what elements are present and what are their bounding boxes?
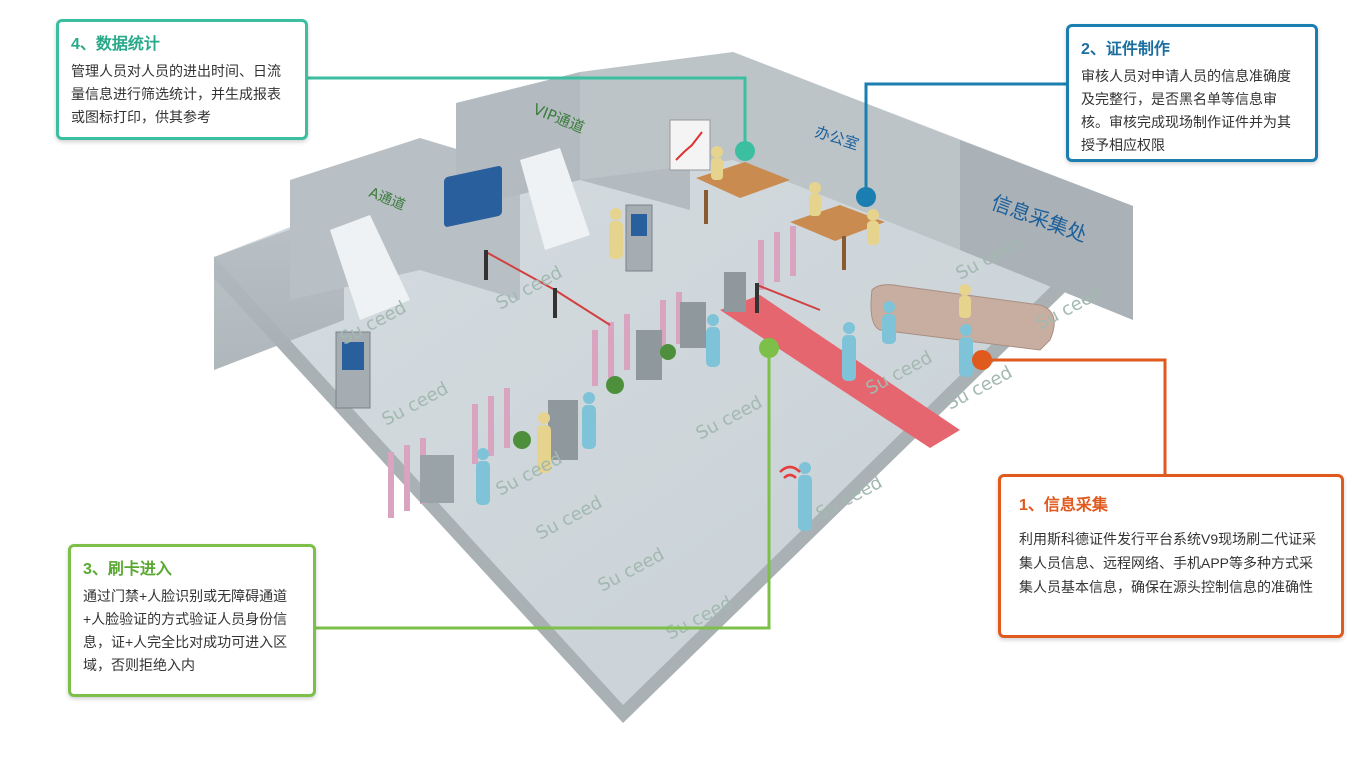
wifi-signal-icon <box>779 465 801 479</box>
visitors <box>476 301 973 531</box>
vip-channel-opening <box>520 148 590 250</box>
plant-2 <box>606 376 624 394</box>
stanchion-3 <box>755 283 759 313</box>
info-connector <box>983 358 1167 474</box>
guard-2-head <box>610 208 622 220</box>
desk-2-leg <box>842 236 846 270</box>
stats-callout-body: 管理人员对人员的进出时间、日流量信息进行筛选统计，并生成报表或图标打印，供其参考 <box>71 63 281 125</box>
stats-marker-dot <box>735 141 755 161</box>
card-marker-dot <box>759 338 779 358</box>
card-callout-title: 3、刷卡进入 <box>83 561 172 578</box>
card-callout: 3、刷卡进入 通过门禁+人脸识别或无障碍通道+人脸验证的方式验证人员身份信息，证… <box>68 544 316 697</box>
info-marker-dot <box>972 350 992 370</box>
info-callout-title: 1、信息采集 <box>1019 497 1108 514</box>
gate-5 <box>724 272 746 312</box>
desk-clerk-head <box>959 284 971 296</box>
desk-clerk-body <box>959 296 971 318</box>
gate-3 <box>636 330 662 380</box>
face-scan-screen <box>444 166 502 227</box>
poster-chart-line <box>675 131 703 161</box>
gate-2 <box>548 400 578 460</box>
cert-connector <box>864 82 1066 196</box>
office-staff-1-body <box>711 158 723 180</box>
card-callout-body: 通过门禁+人脸识别或无障碍通道+人脸验证的方式验证人员身份信息，证+人完全比对成… <box>83 588 288 673</box>
stats-connector <box>308 76 747 150</box>
face-kiosk-left-screen <box>342 342 364 370</box>
queue-rope-3 <box>756 284 821 311</box>
face-kiosk-top-screen <box>631 214 647 236</box>
wall-chart-poster <box>669 119 711 171</box>
gate-4 <box>680 302 706 348</box>
cert-callout: 2、证件制作 审核人员对申请人员的信息准确度及完整行，是否黑名单等信息审核。审核… <box>1066 24 1318 162</box>
plant-3 <box>660 344 676 360</box>
stanchion-1 <box>484 250 488 280</box>
stats-callout: 4、数据统计 管理人员对人员的进出时间、日流量信息进行筛选统计，并生成报表或图标… <box>56 19 308 140</box>
info-callout: 1、信息采集 利用斯科德证件发行平台系统V9现场刷二代证采集人员信息、远程网络、… <box>998 474 1344 638</box>
office-staff-3-head <box>867 209 879 221</box>
a-channel-opening <box>330 215 410 320</box>
office-staff-3-body <box>867 221 879 245</box>
stanchion-2 <box>553 288 557 318</box>
plant-1 <box>513 431 531 449</box>
queue-rope-1 <box>485 251 556 291</box>
cert-callout-body: 审核人员对申请人员的信息准确度及完整行，是否黑名单等信息审核。审核完成现场制作证… <box>1081 68 1291 153</box>
cert-marker-dot <box>856 187 876 207</box>
desk-1-leg <box>704 190 708 224</box>
stats-callout-title: 4、数据统计 <box>71 36 160 53</box>
right-back-wall <box>960 140 1133 320</box>
queue-rope-2 <box>554 289 611 326</box>
guard-1-body <box>537 425 551 473</box>
card-connector <box>316 348 771 630</box>
cert-callout-title: 2、证件制作 <box>1081 41 1170 58</box>
guard-2-body <box>609 221 623 259</box>
office-staff-2-head <box>809 182 821 194</box>
gate-1 <box>420 455 454 503</box>
red-carpet <box>720 295 960 448</box>
guard-1-head <box>538 412 550 424</box>
office-staff-1-head <box>711 146 723 158</box>
office-staff-2-body <box>809 194 821 216</box>
info-callout-body: 利用斯科德证件发行平台系统V9现场刷二代证采集人员信息、远程网络、手机APP等多… <box>1019 531 1317 595</box>
